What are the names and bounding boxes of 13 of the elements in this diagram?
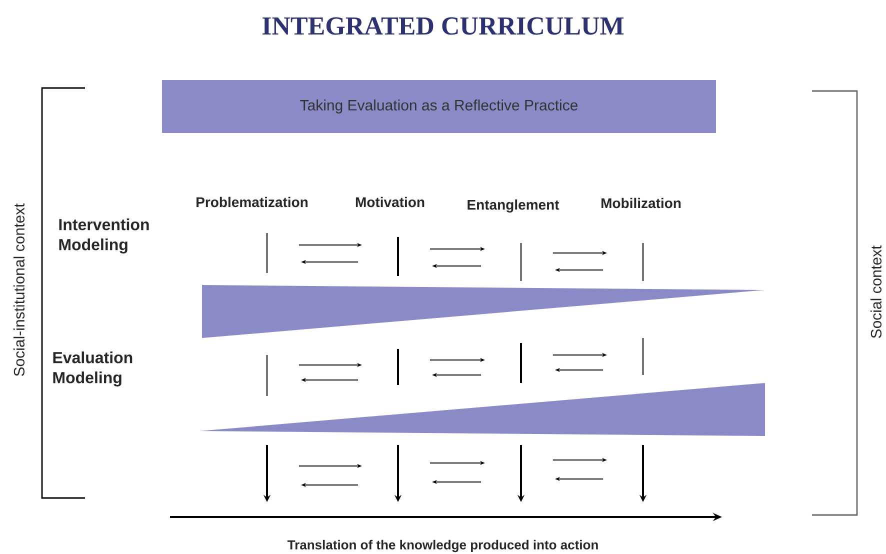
rotated-label: Social-institutional context	[14, 203, 25, 376]
banner-box: Taking Evaluation as a Reflective Practice	[162, 80, 716, 133]
row-label: Intervention Modeling	[59, 218, 149, 254]
wedge	[202, 285, 765, 338]
column-heading: Mobilization	[602, 198, 681, 208]
title: INTEGRATED CURRICULUM	[262, 17, 624, 35]
column-heading: Problematization	[196, 196, 308, 208]
row-label: Evaluation Modeling	[53, 352, 132, 386]
wedge	[200, 383, 765, 436]
rotated-label: Social context	[870, 245, 882, 338]
axis-label: Translation of the knowledge produced into action	[288, 540, 598, 552]
column-heading: Entanglement	[468, 199, 560, 213]
column-heading: Motivation	[356, 196, 424, 208]
